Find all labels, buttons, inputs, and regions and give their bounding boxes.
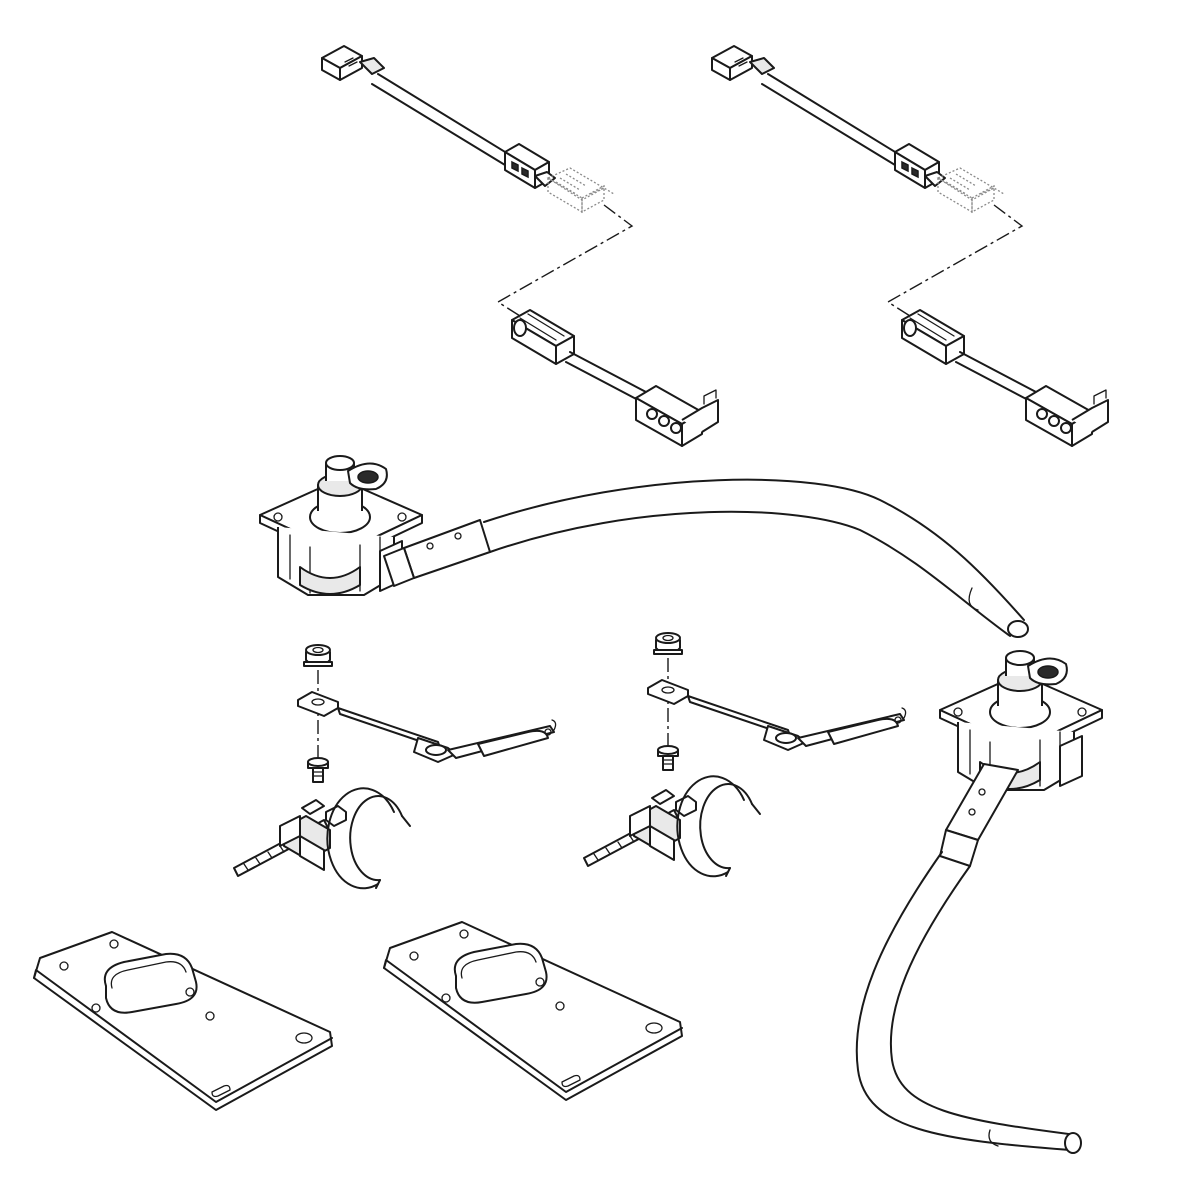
retaining-clip-left [326,787,411,890]
cable-tie-left [233,799,347,877]
switch-assembly-upper [259,455,1029,638]
cable-tie-right [583,789,697,867]
mounting-plate-right [383,921,683,1101]
switch-assembly-lower [855,650,1103,1154]
wire-harness-left [321,45,719,447]
wire-harness-right [711,45,1109,447]
bracket-left [297,644,557,783]
bracket-right [647,632,907,771]
retaining-clip-right [676,775,761,878]
mounting-plate-left [33,931,333,1111]
